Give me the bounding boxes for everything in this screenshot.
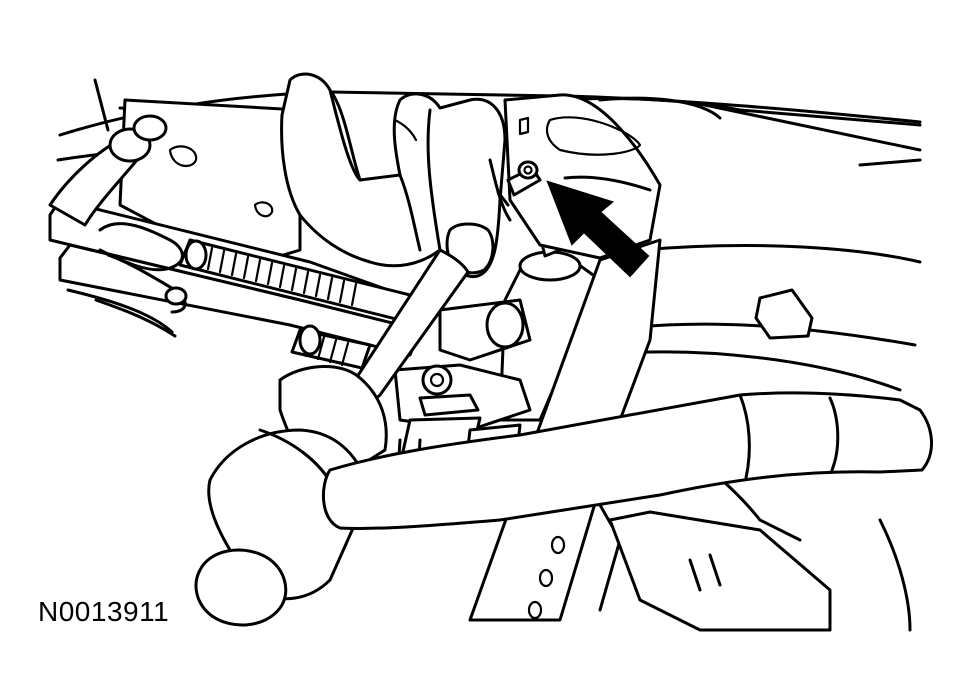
center-tube bbox=[438, 228, 602, 422]
figure-id-label: N0013911 bbox=[38, 596, 170, 627]
hand bbox=[280, 72, 507, 278]
lower-right-pan bbox=[608, 510, 912, 632]
spring-clip bbox=[98, 222, 188, 314]
callout-arrow bbox=[546, 180, 650, 278]
retaining-pin bbox=[488, 158, 542, 222]
pivot-pin bbox=[48, 114, 168, 227]
hammer bbox=[194, 391, 933, 627]
